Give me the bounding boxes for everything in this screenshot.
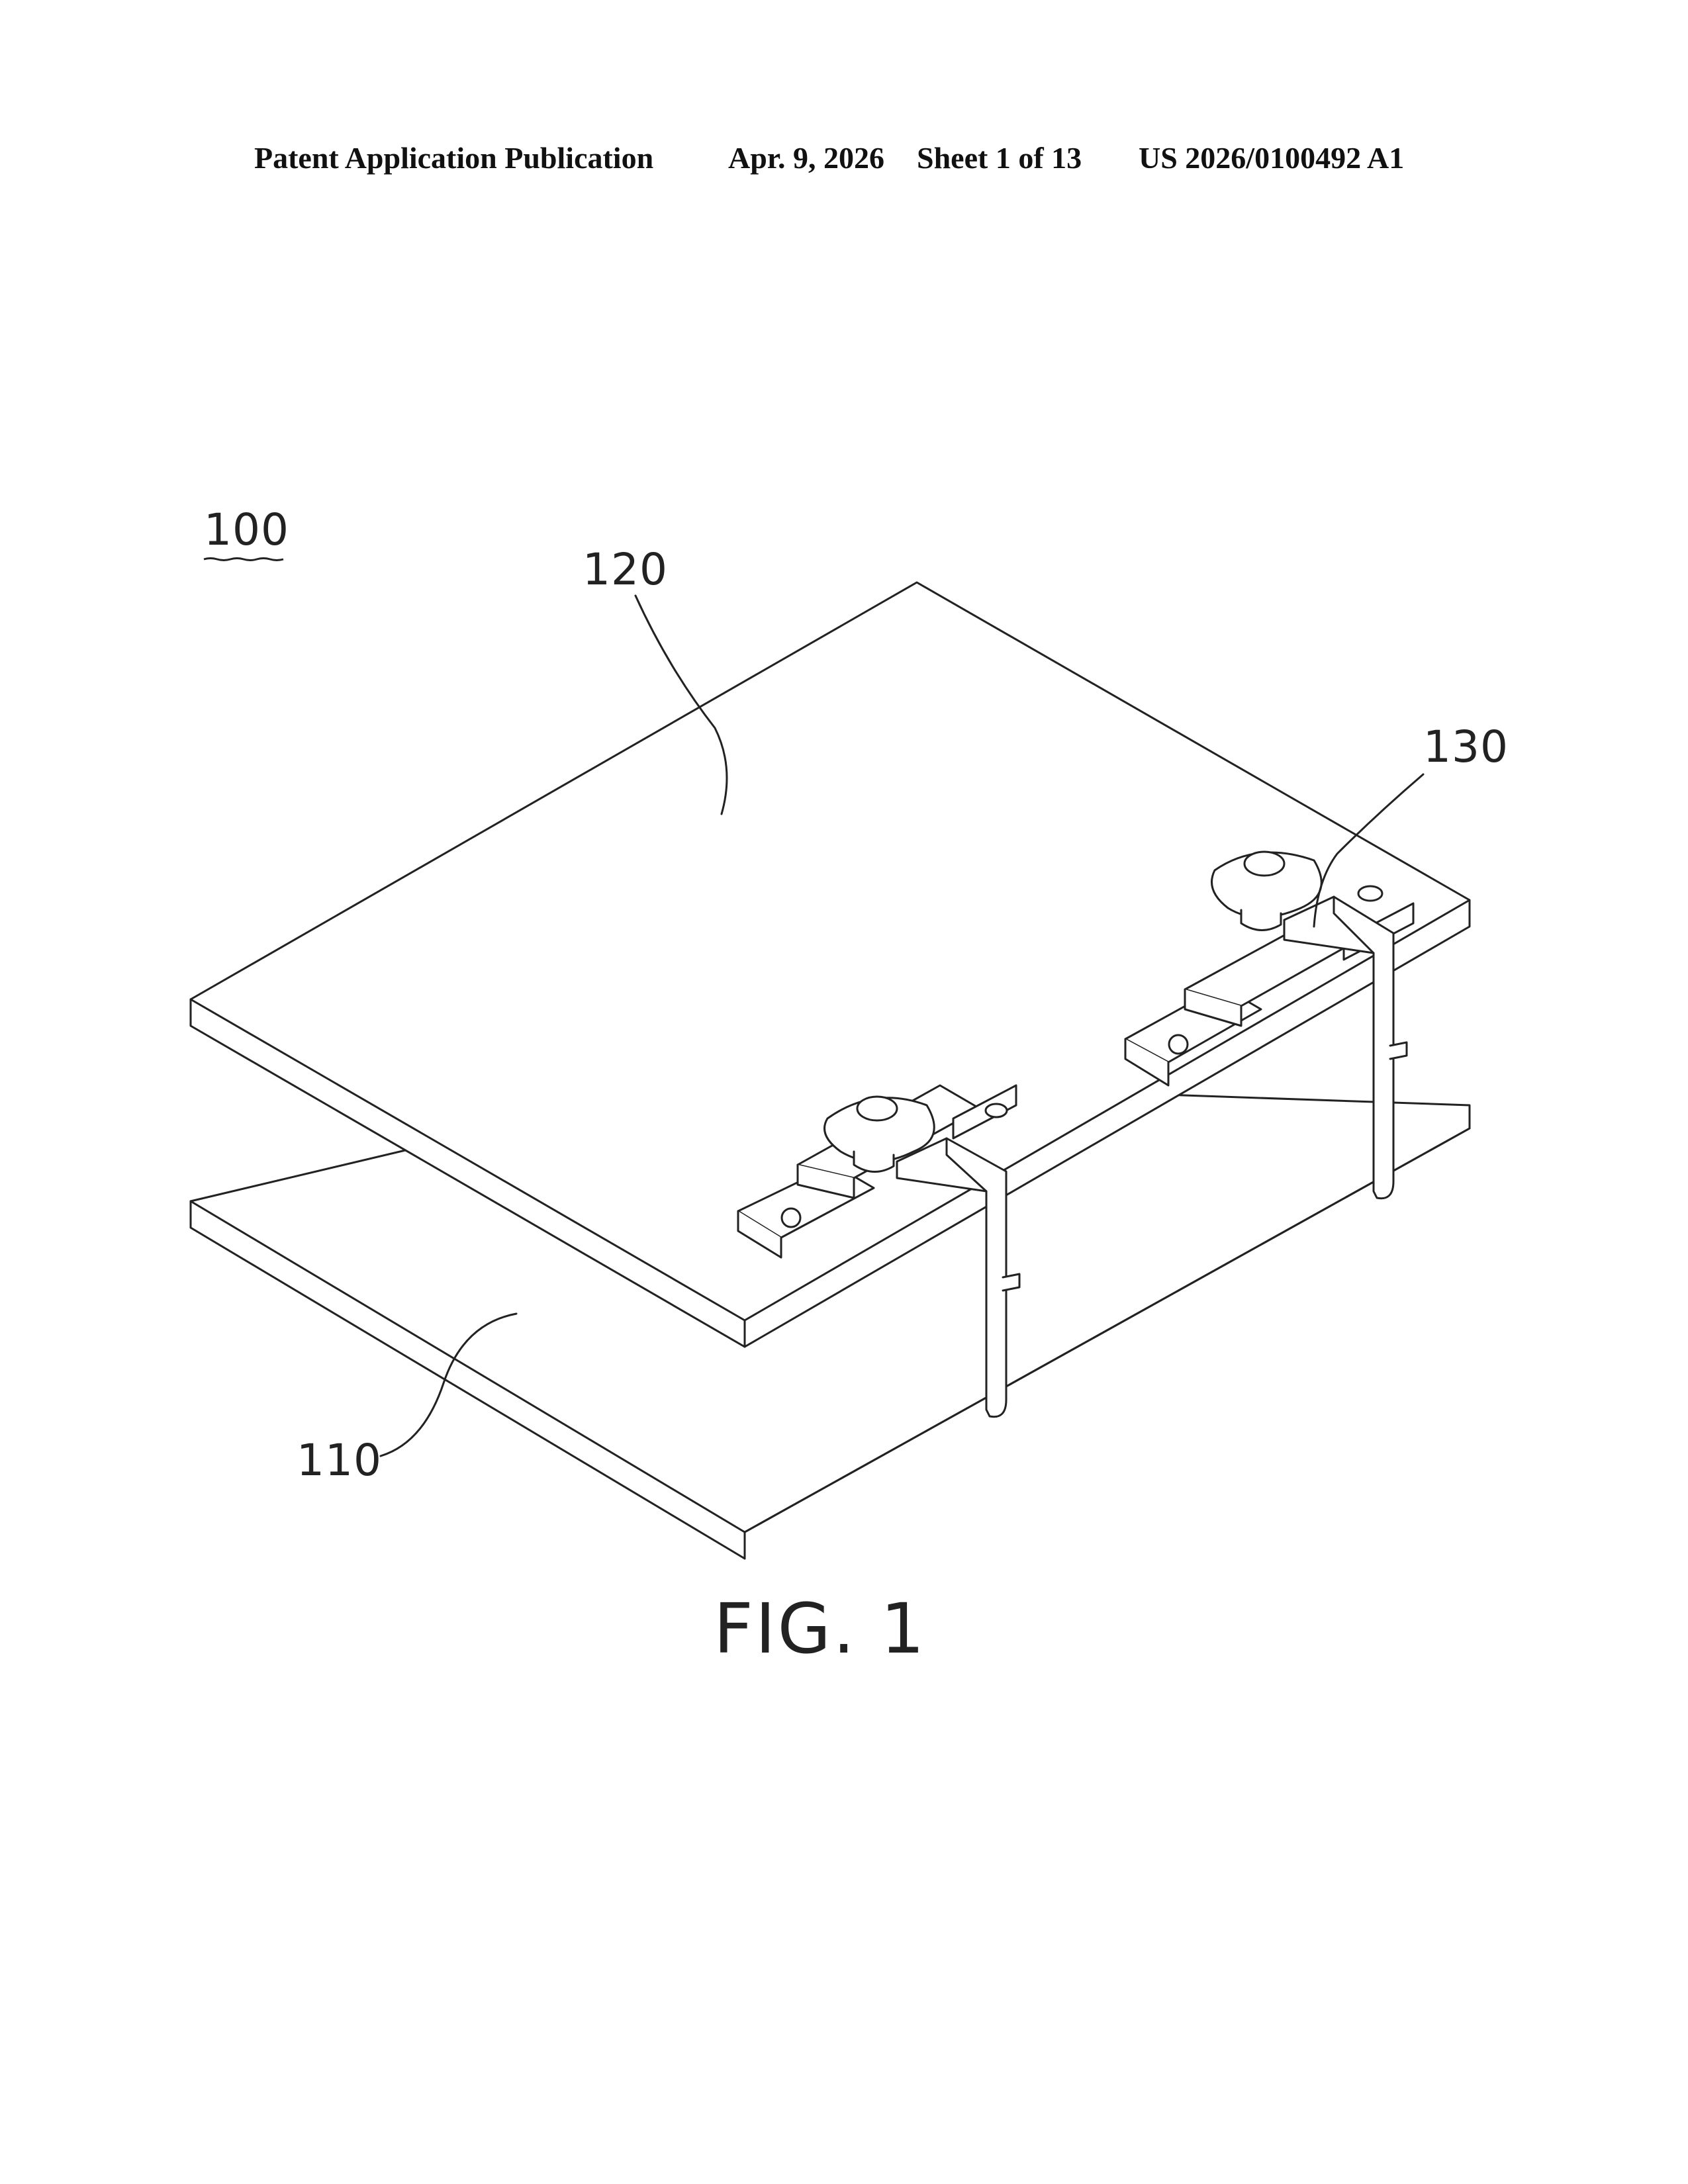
- figure-caption: FIG. 1: [714, 1588, 926, 1669]
- label-assembly-100: 100: [204, 504, 289, 555]
- label-upper-plate-120: 120: [583, 544, 668, 595]
- label-clamp-130: 130: [1423, 721, 1509, 772]
- label-lower-plate-110: 110: [297, 1435, 382, 1486]
- label-100-underline: [204, 559, 283, 561]
